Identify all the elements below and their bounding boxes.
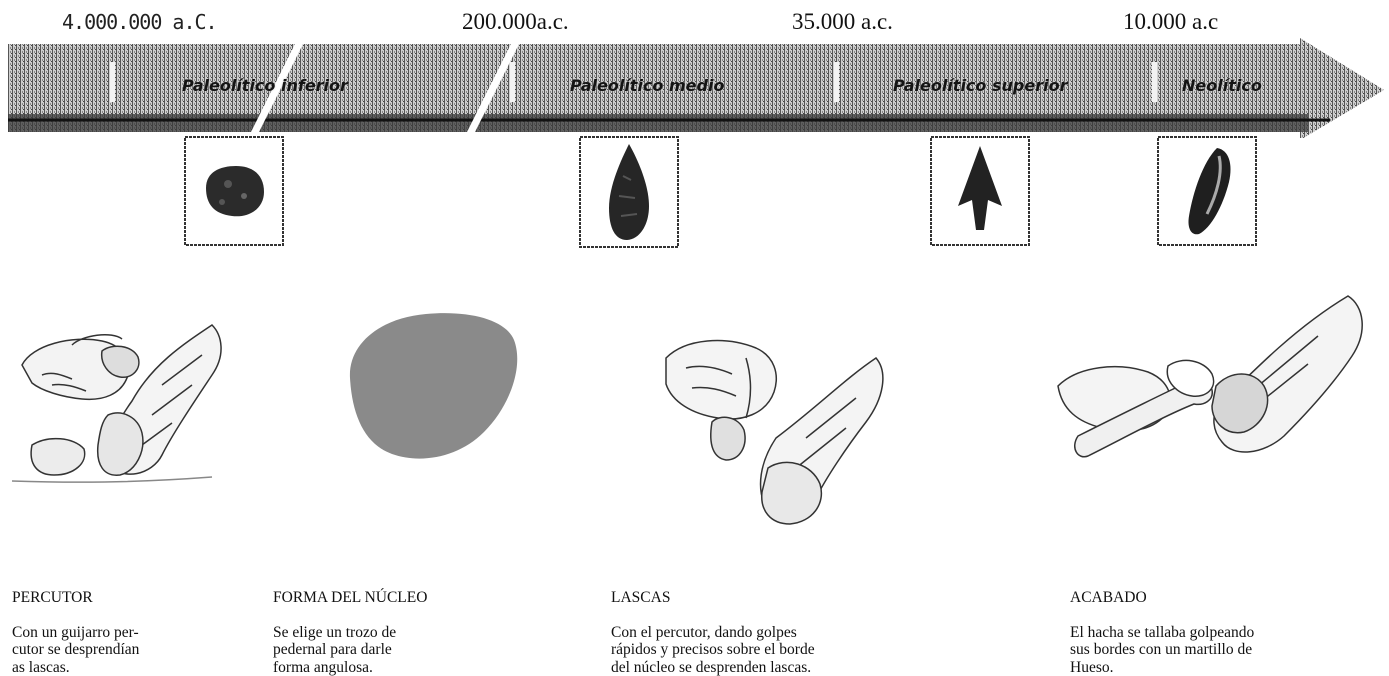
period-inferior: Paleolítico inferior: [182, 76, 348, 96]
hand-axe-icon: [609, 144, 649, 240]
caption-nucleo: FORMA DEL NÚCLEO Se elige un trozo de pe…: [273, 571, 427, 676]
tool-box-point: [930, 136, 1030, 246]
arrowhead-icon: [958, 146, 1002, 230]
date-10000: 10.000 a.c: [1123, 8, 1218, 36]
illustration-nucleo: [330, 296, 530, 466]
caption-text: Se elige un trozo de pedernal para darle…: [273, 624, 396, 676]
caption-title: FORMA DEL NÚCLEO: [273, 589, 427, 607]
marker-start: [110, 62, 115, 102]
caption-text: El hacha se tallaba golpeando sus bordes…: [1070, 624, 1254, 676]
caption-title: ACABADO: [1070, 589, 1254, 607]
caption-acabado: ACABADO El hacha se tallaba golpeando su…: [1070, 571, 1254, 676]
hammerstone-icon: [711, 417, 745, 460]
period-superior: Paleolítico superior: [893, 76, 1067, 96]
flint-nodule-icon: [350, 313, 517, 458]
chopper-stone-icon: [206, 166, 264, 216]
flake-stone-icon: [31, 439, 85, 475]
tool-box-chopper: [184, 136, 284, 246]
period-medio: Paleolítico medio: [570, 76, 724, 96]
marker-200000: [510, 62, 515, 102]
illustration-acabado: [1048, 286, 1388, 481]
tool-box-polished-axe: [1157, 136, 1257, 246]
tool-box-biface: [579, 136, 679, 248]
timeline-band-lower: [8, 114, 1308, 132]
hand-left-icon: [666, 341, 776, 419]
polished-axe-icon: [1188, 148, 1230, 234]
date-200000: 200.000a.c.: [462, 8, 569, 36]
core-stone-icon: [762, 462, 822, 524]
caption-title: PERCUTOR: [12, 589, 139, 607]
marker-10000: [1152, 62, 1157, 102]
marker-35000: [834, 62, 839, 102]
date-35000: 35.000 a.c.: [792, 8, 893, 36]
illustration-lascas: [656, 318, 896, 548]
illustration-percutor: [12, 305, 237, 500]
period-neolitico: Neolítico: [1182, 76, 1262, 96]
caption-lascas: LASCAS Con el percutor, dando golpes ráp…: [611, 571, 815, 676]
caption-text: Con el percutor, dando golpes rápidos y …: [611, 624, 815, 676]
caption-percutor: PERCUTOR Con un guijarro per- cutor se d…: [12, 571, 139, 676]
caption-title: LASCAS: [611, 589, 815, 607]
date-4000000: 4.000.000 a.C.: [62, 8, 217, 36]
caption-text: Con un guijarro per- cutor se desprendía…: [12, 624, 139, 676]
